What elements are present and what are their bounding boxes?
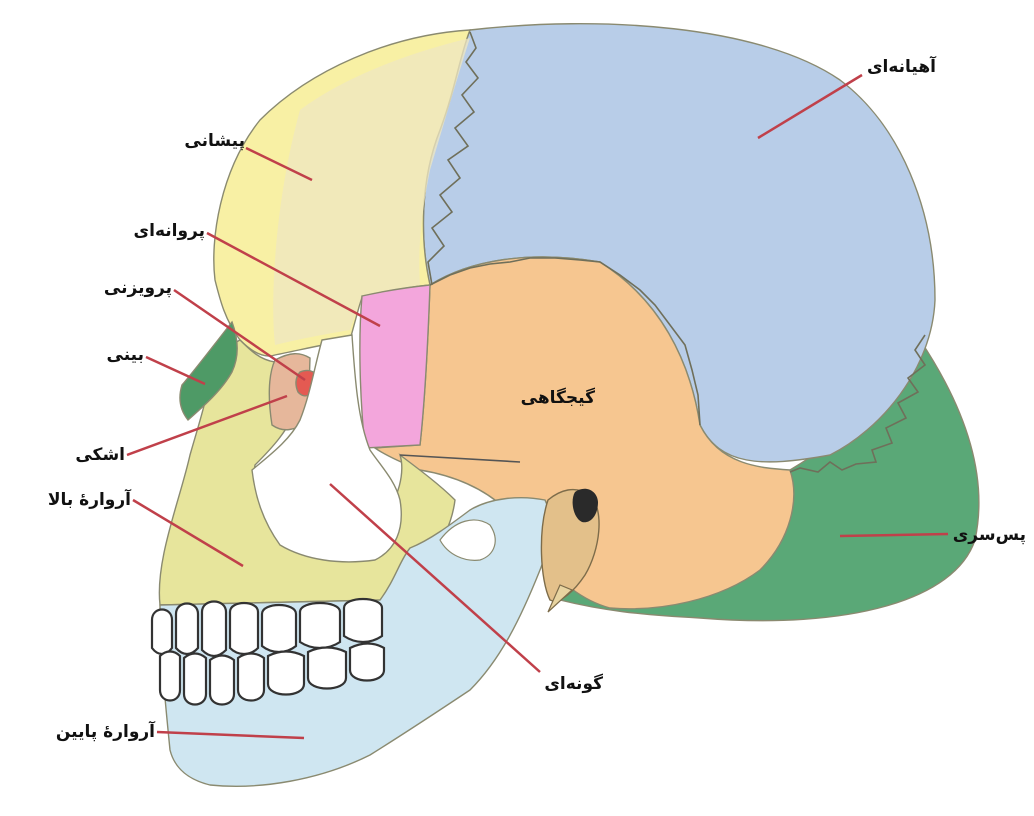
upper-tooth xyxy=(230,603,258,654)
lower-tooth xyxy=(308,648,346,689)
upper-tooth xyxy=(152,610,172,655)
upper-tooth xyxy=(262,605,296,652)
label-temporal: گیجگاهی xyxy=(521,387,595,408)
sphenoid-bone xyxy=(360,285,430,448)
lower-tooth xyxy=(238,654,264,701)
label-maxilla: آروارۀ بالا xyxy=(48,488,132,510)
label-mandible: آروارۀ پایین xyxy=(56,720,156,742)
label-sphenoid: پروانەای xyxy=(134,221,205,241)
label-parietal: آهیانەای xyxy=(867,55,937,77)
upper-tooth xyxy=(202,602,226,657)
lower-tooth xyxy=(268,652,304,695)
lower-tooth xyxy=(210,656,234,705)
lower-tooth xyxy=(160,652,180,701)
label-lacrimal: اشکی xyxy=(75,445,125,465)
label-occipital: پس‌سری xyxy=(953,525,1026,545)
upper-tooth xyxy=(300,603,340,648)
label-zygomatic: گونەای xyxy=(544,673,603,694)
label-nasal: بینی xyxy=(107,345,144,365)
lower-tooth xyxy=(184,654,206,705)
upper-tooth xyxy=(176,604,198,655)
upper-tooth xyxy=(344,599,382,642)
lower-tooth xyxy=(350,644,384,681)
label-ethmoid: پرویزنی xyxy=(104,278,172,298)
label-frontal: پیشانی xyxy=(184,131,245,151)
